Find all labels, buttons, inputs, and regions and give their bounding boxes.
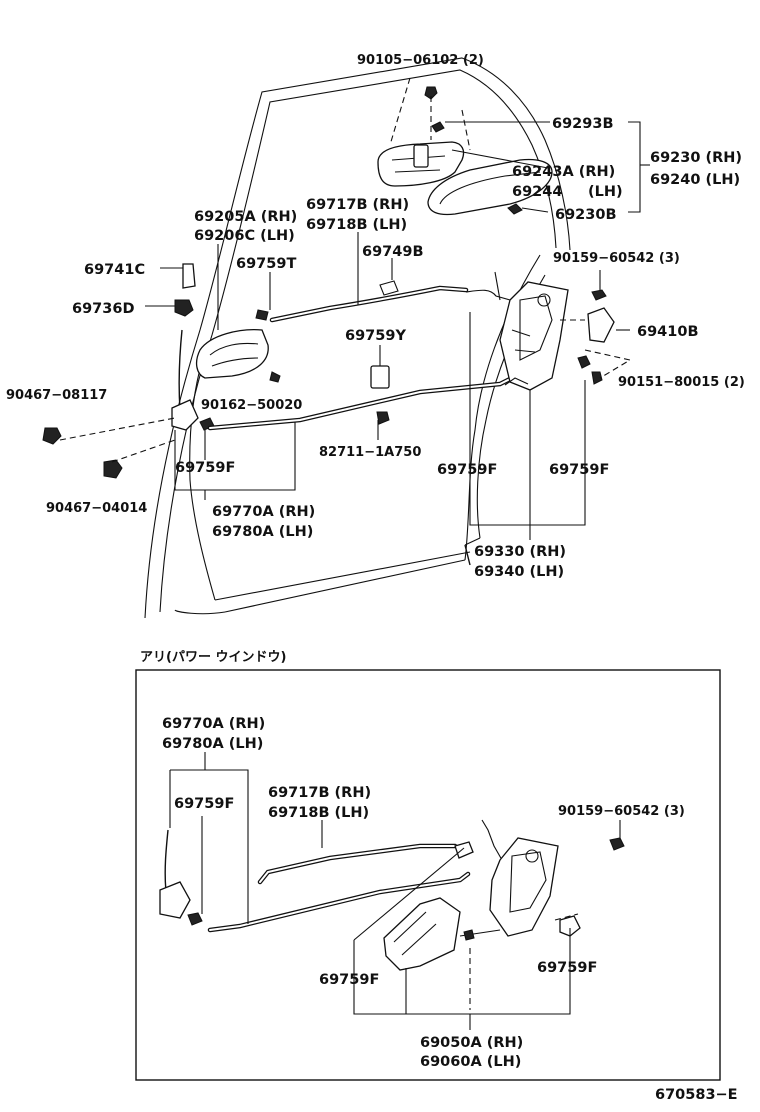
label-69206c: 69206C (LH): [194, 228, 295, 244]
label-69240: 69240 (LH): [650, 172, 740, 188]
label-69770a-top: 69770A (RH): [212, 504, 315, 520]
door-lock-assembly: [499, 281, 632, 391]
label-69759f-box2: 69759F: [319, 972, 379, 988]
label-69759f-b: 69759F: [437, 462, 497, 478]
label-69060a: 69060A (LH): [420, 1054, 521, 1070]
label-69759f-box3: 69759F: [537, 960, 597, 976]
label-90159-60542-top: 90159−60542 (3): [553, 251, 680, 266]
label-90467-04014: 90467−04014: [46, 501, 147, 516]
label-69717b-box: 69717B (RH): [268, 785, 371, 801]
section-heading-power-window: アリ(パワー ウインドウ): [140, 650, 286, 665]
label-90151-80015: 90151−80015 (2): [618, 375, 745, 390]
label-90159-60542-box: 90159−60542 (3): [558, 804, 685, 819]
label-82711-1a750: 82711−1A750: [319, 445, 421, 460]
label-69244: 69244: [512, 184, 562, 200]
label-69340: 69340 (LH): [474, 564, 564, 580]
label-69410b: 69410B: [637, 324, 699, 340]
label-69780a-top: 69780A (LH): [212, 524, 313, 540]
label-90105-06102: 90105−06102 (2): [357, 53, 484, 68]
label-69759f-a: 69759F: [175, 460, 235, 476]
illustration-code: 670583−E: [655, 1087, 738, 1103]
label-69718b-box: 69718B (LH): [268, 805, 369, 821]
label-69050a: 69050A (RH): [420, 1035, 523, 1051]
label-90467-08117: 90467−08117: [6, 388, 107, 403]
label-69759t: 69759T: [236, 256, 296, 272]
label-69770a-box: 69770A (RH): [162, 716, 265, 732]
left-small-parts: [42, 263, 215, 479]
label-69244-lh: (LH): [588, 184, 623, 200]
box-drawing: [159, 819, 625, 1010]
label-69741c: 69741C: [84, 262, 145, 278]
label-69718b-top: 69718B (LH): [306, 217, 407, 233]
door-outline: [144, 57, 571, 619]
inside-handle: [195, 309, 281, 383]
label-69780a-box: 69780A (LH): [162, 736, 263, 752]
label-90162-50020: 90162−50020: [201, 398, 302, 413]
label-69759f-box1: 69759F: [174, 796, 234, 812]
power-window-variant-box: [135, 669, 721, 1081]
outside-handle-assembly: [377, 77, 553, 216]
label-69330: 69330 (RH): [474, 544, 566, 560]
label-69717b-top: 69717B (RH): [306, 197, 409, 213]
upper-rods: [207, 271, 515, 431]
label-69243a: 69243A (RH): [512, 164, 615, 180]
part-number-labels: 90105−06102 (2) 69293B 69243A (RH) 69244…: [6, 53, 745, 1103]
label-69205a: 69205A (RH): [194, 209, 297, 225]
upper-leader-lines: [145, 121, 650, 540]
label-69759y: 69759Y: [345, 328, 406, 344]
label-69293b: 69293B: [552, 116, 614, 132]
box-leader-lines: [169, 752, 571, 1030]
label-69749b: 69749B: [362, 244, 424, 260]
label-69759f-c: 69759F: [549, 462, 609, 478]
label-69230: 69230 (RH): [650, 150, 742, 166]
label-69736d: 69736D: [72, 301, 134, 317]
label-69230b: 69230B: [555, 207, 617, 223]
